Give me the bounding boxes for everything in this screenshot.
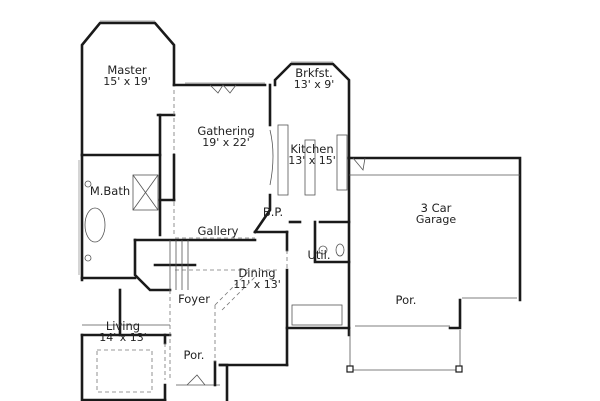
- room-label-garage: 3 Car Garage: [416, 202, 456, 226]
- room-label-living: Living 14' x 13': [99, 320, 147, 344]
- room-name: Foyer: [178, 292, 210, 306]
- mbath-walls: [78, 153, 159, 282]
- room-label-kitchen: Kitchen 13' x 15': [288, 143, 336, 167]
- room-label-bp: B.P.: [263, 206, 283, 218]
- room-size: 15' x 19': [103, 75, 151, 88]
- room-label-foyer: Foyer: [178, 293, 210, 305]
- room-label-master: Master 15' x 19': [103, 64, 151, 88]
- room-name: Living: [105, 319, 141, 333]
- living-walls: [80, 333, 167, 401]
- room-name: Brkfst.: [295, 66, 333, 80]
- room-name: Gallery: [197, 224, 239, 238]
- dining-walls: [214, 268, 289, 367]
- room-label-util: Util.: [308, 249, 331, 261]
- room-name: Util.: [307, 248, 331, 262]
- room-label-porch-garage: Por.: [396, 294, 417, 306]
- garage-walls: [347, 156, 522, 330]
- room-label-mbath: M.Bath: [90, 185, 130, 197]
- room-label-gathering: Gathering 19' x 22': [197, 125, 254, 149]
- foyer-walls: [163, 290, 229, 401]
- room-name: 3 Car: [420, 201, 452, 215]
- room-label-porch-front: Por.: [184, 349, 205, 361]
- util-walls: [253, 220, 351, 337]
- room-size: 14' x 13': [99, 331, 147, 344]
- room-size: 19' x 22': [202, 136, 250, 149]
- room-name: Master: [107, 63, 147, 77]
- room-name: B.P.: [262, 205, 284, 219]
- master-walls: [80, 20, 176, 237]
- room-label-brkfst: Brkfst. 13' x 9': [294, 67, 335, 91]
- room-name: Dining: [238, 266, 276, 280]
- room-name: Por.: [395, 293, 417, 307]
- room-size: 13' x 15': [288, 154, 336, 167]
- garage-porch: [346, 330, 463, 373]
- room-name: M.Bath: [89, 184, 131, 198]
- closet-walls: [80, 288, 172, 337]
- room-size: 13' x 9': [293, 78, 335, 91]
- room-size: 11' x 13': [233, 278, 281, 291]
- room-name: Gathering: [197, 124, 255, 138]
- gathering-walls: [158, 82, 274, 235]
- room-name: Kitchen: [290, 142, 334, 156]
- room-name: Por.: [183, 348, 205, 362]
- room-label-dining: Dining 11' x 13': [233, 267, 281, 291]
- stair-walls: [133, 237, 280, 292]
- room-label-gallery: Gallery: [198, 225, 239, 237]
- room-name-line2: Garage: [415, 213, 457, 226]
